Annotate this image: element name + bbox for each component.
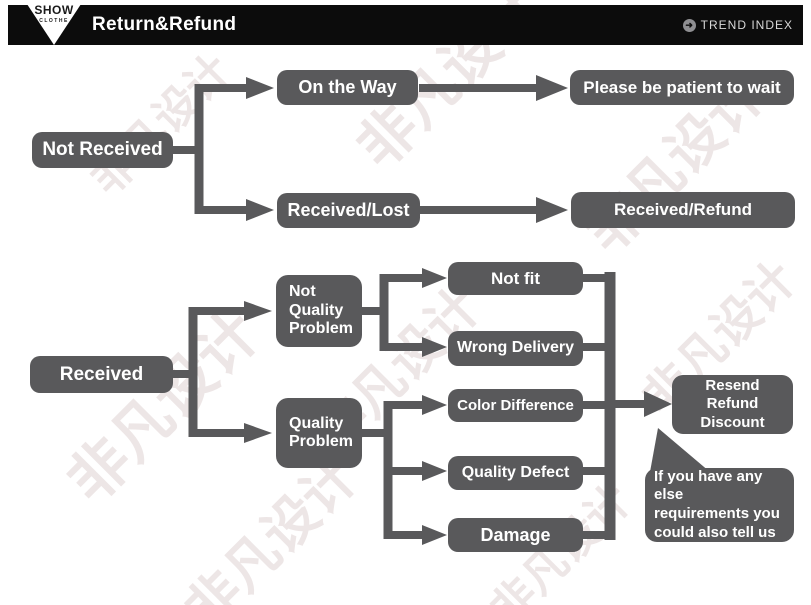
node-received-lost: Received/Lost — [277, 193, 420, 228]
node-wrong-delivery: Wrong Delivery — [448, 331, 583, 366]
connector-quality-branch — [360, 395, 447, 545]
node-damage: Damage — [448, 518, 583, 552]
node-please-be-patient: Please be patient to wait — [570, 70, 794, 105]
connector-on-the-way-arrow — [419, 75, 568, 101]
arrow-circle-icon: ➜ — [682, 18, 696, 32]
connector-received-branch — [172, 301, 272, 443]
node-not-fit: Not fit — [448, 262, 583, 295]
node-quality-defect: Quality Defect — [448, 456, 583, 490]
node-not-quality-problem: Not Quality Problem — [276, 275, 362, 347]
header-bar: Return&Refund ➜ TREND INDEX — [8, 5, 803, 45]
node-not-received: Not Received — [32, 132, 173, 168]
connector-not-quality-branch — [360, 268, 447, 357]
speech-bubble-tail — [650, 428, 710, 472]
trend-index-label: TREND INDEX — [700, 18, 793, 32]
speech-bubble-note: If you have any else requirements you co… — [645, 468, 794, 542]
trend-index-badge: ➜ TREND INDEX — [682, 5, 793, 45]
logo-text-clothe: CLOTHE — [39, 18, 69, 24]
node-received: Received — [30, 356, 173, 393]
node-color-difference: Color Difference — [448, 389, 583, 422]
page-title: Return&Refund — [92, 14, 237, 35]
connector-collector — [583, 272, 672, 540]
connector-received-lost-arrow — [420, 197, 568, 223]
node-received-refund: Received/Refund — [571, 192, 795, 228]
node-on-the-way: On the Way — [277, 70, 418, 105]
logo-text-show: SHOW — [34, 3, 74, 17]
node-resend-refund-discount: Resend Refund Discount — [672, 375, 793, 434]
node-quality-problem: Quality Problem — [276, 398, 362, 468]
connector-not-received-branch — [172, 77, 274, 221]
